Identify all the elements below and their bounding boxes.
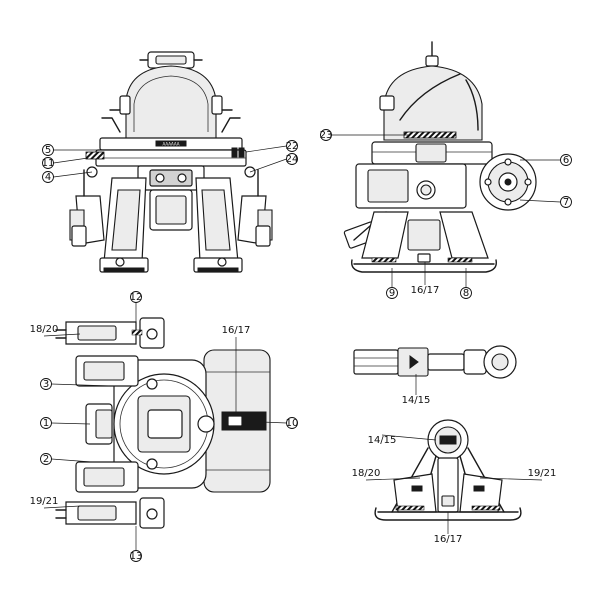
top-view [55, 317, 271, 529]
callout-label: 16/17 [411, 285, 440, 296]
rear-view [374, 419, 522, 521]
callout-top-10: 10 [261, 417, 299, 429]
callout-top-13: 13 [130, 526, 143, 562]
callout-label: 3 [43, 379, 49, 390]
arm-detail-view [353, 345, 517, 379]
callout-rear-19-21: 19/21 [479, 468, 557, 481]
callout-front-4: 4 [42, 171, 93, 183]
callout-top-12: 12 [130, 291, 143, 326]
callout-label: 14/15 [368, 435, 397, 446]
callout-circle [386, 287, 398, 299]
callout-front-24: 24 [249, 153, 299, 173]
callout-leader-line [381, 434, 437, 441]
callout-label: 22 [286, 141, 299, 152]
callout-label: 16/17 [222, 325, 251, 336]
callout-leader-line [53, 157, 89, 164]
callout-label: 18/20 [30, 324, 59, 335]
callout-label: 1 [43, 418, 49, 429]
callout-leader-line [519, 199, 561, 203]
callout-top-18-20: 18/20 [30, 324, 81, 337]
callout-circle [42, 144, 54, 156]
callout-leader-line [261, 421, 287, 424]
callout-leader-line [51, 383, 113, 387]
callout-label: 14/15 [402, 395, 431, 406]
callout-leader-line [51, 422, 91, 425]
callout-top-2: 2 [40, 453, 93, 465]
callout-circle [40, 417, 52, 429]
front-view: AAAAAA [69, 51, 273, 273]
callout-label: 2 [43, 454, 49, 465]
callout-label: 13 [130, 551, 143, 562]
callout-label: 19/21 [528, 468, 557, 479]
callout-circle [40, 378, 52, 390]
callout-leader-line [479, 477, 543, 481]
callout-circle [320, 129, 332, 141]
callout-layer: 5 11 4 22 24 23 6 7 9 16/17 8 12 18/20 16/17 3 1 10 2 19/2… [30, 129, 572, 562]
callout-side-7: 7 [519, 196, 572, 208]
side-view [343, 41, 537, 273]
callout-circle [130, 291, 142, 303]
callout-leader-line [43, 505, 81, 509]
callout-leader-line [43, 333, 81, 337]
callout-label: 10 [286, 418, 299, 429]
callout-side-23: 23 [320, 129, 410, 141]
callout-circle [130, 550, 142, 562]
callout-side-16-17: 16/17 [411, 262, 440, 296]
callout-leader-line [245, 145, 287, 153]
callout-leader-line [365, 477, 421, 481]
callout-rear-18-20: 18/20 [352, 468, 421, 481]
callout-label: 23 [320, 130, 333, 141]
callout-circle [560, 196, 572, 208]
callout-label: 5 [45, 145, 51, 156]
callout-leader-line [249, 158, 287, 173]
callout-circle [286, 140, 298, 152]
callout-label: 12 [130, 292, 143, 303]
callout-leader-line [53, 171, 93, 178]
callout-circle [42, 157, 54, 169]
callout-top-16-17: 16/17 [222, 325, 251, 414]
callout-circle [286, 417, 298, 429]
callout-side-8: 8 [460, 268, 472, 299]
callout-side-6: 6 [520, 154, 572, 166]
callout-circle [460, 287, 472, 299]
callout-label: 11 [42, 158, 55, 169]
callout-top-19-21: 19/21 [30, 496, 81, 509]
callout-circle [286, 153, 298, 165]
callout-label: 9 [389, 288, 395, 299]
callout-label: 19/21 [30, 496, 59, 507]
callout-label: 16/17 [434, 534, 463, 545]
callout-front-22: 22 [245, 140, 299, 153]
callout-label: 8 [463, 288, 469, 299]
callout-leader-line [51, 458, 93, 463]
callout-label: 6 [563, 155, 569, 166]
front-plate-text: AAAAAA [163, 142, 180, 147]
callout-label: 4 [45, 172, 51, 183]
callout-label: 18/20 [352, 468, 381, 479]
callout-arm-14-15: 14/15 [402, 374, 431, 406]
callout-circle [560, 154, 572, 166]
callout-rear-14-15: 14/15 [368, 434, 437, 446]
callout-rear-16-17: 16/17 [434, 512, 463, 545]
callout-front-5: 5 [42, 144, 102, 156]
callout-circle [42, 171, 54, 183]
callout-label: 7 [563, 197, 569, 208]
callout-front-11: 11 [42, 157, 89, 169]
callout-circle [40, 453, 52, 465]
callout-top-3: 3 [40, 378, 113, 390]
callout-top-1: 1 [40, 417, 91, 429]
callout-label: 24 [286, 154, 299, 165]
callout-side-9: 9 [386, 268, 398, 299]
